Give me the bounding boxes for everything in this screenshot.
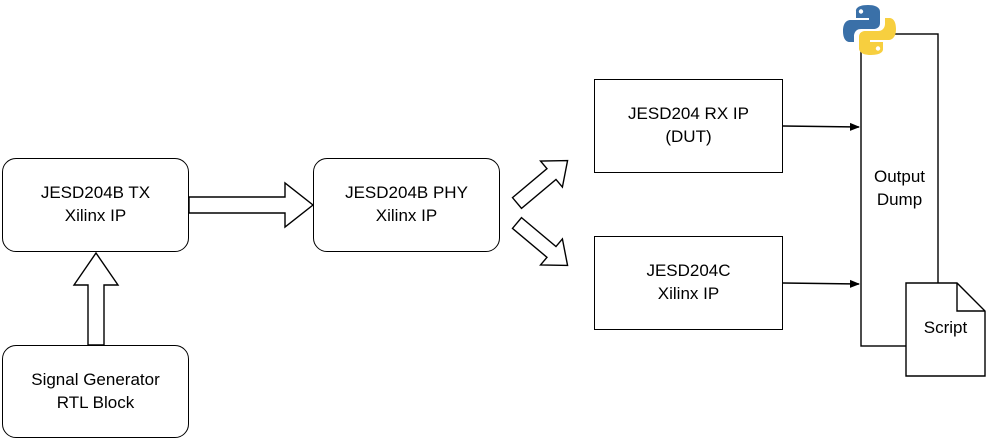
- rx-block-line2: (DUT): [665, 127, 712, 146]
- jesd204-rx-dut-block: JESD204 RX IP (DUT): [594, 79, 783, 173]
- output-dump-label: Output Dump: [861, 166, 938, 212]
- jesd204c-block-line1: JESD204C: [646, 261, 731, 281]
- phy-to-rx-arrow: [511, 159, 569, 210]
- tx-to-phy-arrow: [188, 181, 315, 229]
- siggen-to-tx-arrow: [72, 251, 120, 346]
- script-document-fold: [956, 283, 985, 312]
- siggen-block-line2: RTL Block: [56, 392, 135, 412]
- jesd204b-phy-block: JESD204B PHY Xilinx IP: [313, 158, 500, 252]
- tx-block-line2: Xilinx IP: [64, 206, 127, 225]
- jesd204c-to-output-line: [782, 279, 860, 288]
- phy-block-line2: Xilinx IP: [375, 206, 438, 225]
- output-label-line2: Dump: [876, 189, 923, 209]
- rx-block-line1: JESD204 RX IP: [628, 104, 749, 124]
- siggen-block-line1: Signal Generator: [31, 369, 160, 389]
- jesd204b-tx-block: JESD204B TX Xilinx IP: [2, 158, 189, 252]
- phy-block-line1: JESD204B PHY: [345, 183, 468, 203]
- output-label-line1: Output: [873, 167, 926, 186]
- script-label: Script: [923, 318, 968, 337]
- jesd204c-block: JESD204C Xilinx IP: [594, 236, 783, 330]
- rx-to-output-line: [782, 122, 860, 131]
- phy-to-jesd204c-arrow: [511, 216, 569, 267]
- tx-block-line1: JESD204B TX: [40, 183, 151, 203]
- jesd204c-block-line2: Xilinx IP: [657, 284, 720, 303]
- signal-generator-block: Signal Generator RTL Block: [2, 345, 189, 438]
- python-logo-icon: [843, 5, 896, 55]
- script-document-shape: [905, 282, 986, 377]
